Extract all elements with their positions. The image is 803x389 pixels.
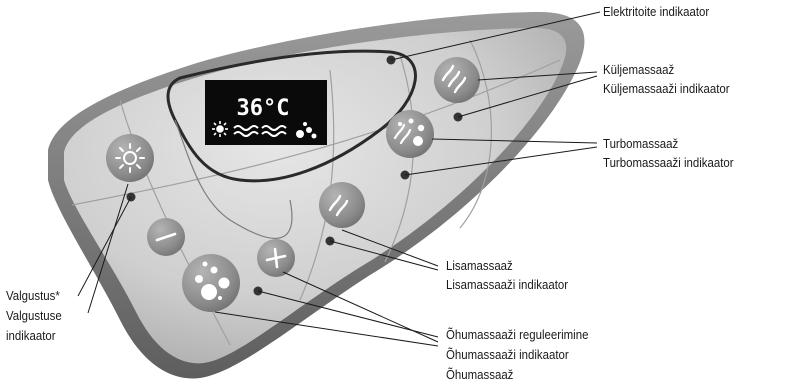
label-air-massage-control: Õhumassaaži reguleerimine xyxy=(446,326,588,344)
label-side-massage-indicator: Küljemassaaži indikaator xyxy=(603,80,730,98)
air-massage-button[interactable] xyxy=(182,254,240,312)
label-air-massage-indicator: Õhumassaaži indikaator xyxy=(446,346,569,364)
label-turbo-massage-indicator: Turbomassaaži indikaator xyxy=(603,154,734,172)
label-lighting-indicator-line2: indikaator xyxy=(6,327,56,345)
side-massage-button[interactable] xyxy=(434,57,480,103)
label-extra-massage: Lisamassaaž xyxy=(446,257,513,275)
display-sun-icon xyxy=(212,121,228,137)
label-turbo-massage: Turbomassaaž xyxy=(603,135,678,153)
display-temperature: 36°C xyxy=(237,96,290,121)
turbo-massage-button[interactable] xyxy=(386,110,434,158)
plus-button[interactable] xyxy=(257,239,295,277)
label-power-indicator: Elektritoite indikaator xyxy=(603,3,709,21)
light-button[interactable] xyxy=(106,134,154,182)
minus-button[interactable] xyxy=(147,218,185,256)
label-extra-massage-indicator: Lisamassaaži indikaator xyxy=(446,276,568,294)
label-lighting: Valgustus* xyxy=(6,287,60,305)
label-air-massage: Õhumassaaž xyxy=(446,366,513,384)
label-lighting-indicator-line1: Valgustuse xyxy=(6,307,62,325)
panel-surface xyxy=(64,28,566,363)
label-side-massage: Küljemassaaž xyxy=(603,61,674,79)
extra-massage-button[interactable] xyxy=(319,182,365,228)
